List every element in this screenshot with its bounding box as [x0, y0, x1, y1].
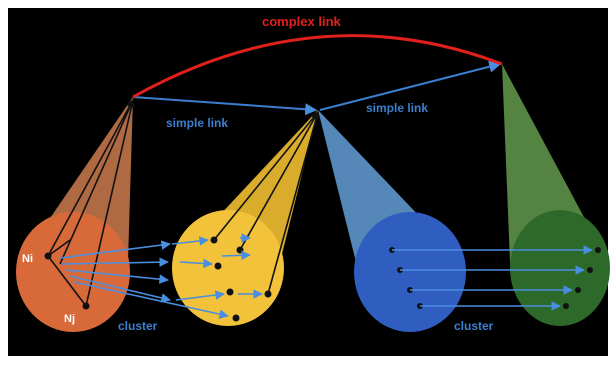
simple-link-left-line — [132, 96, 318, 116]
cluster-1-to-2-arrows — [59, 233, 263, 319]
cluster-4-cone — [502, 64, 608, 262]
cluster-4-dots — [563, 247, 601, 309]
cluster-4-circle — [510, 210, 610, 326]
cluster-2-circle — [172, 210, 284, 326]
simple-link-left-label: simple link — [166, 116, 228, 130]
simple-link-right-label: simple link — [366, 101, 428, 115]
cluster-1-internal-links — [47, 99, 136, 307]
cluster-2-internal-links — [213, 111, 320, 295]
node-ni-label: Ni — [22, 253, 33, 265]
node-nj-label: Nj — [64, 313, 75, 325]
cluster-right-label: cluster — [454, 319, 494, 333]
cluster-1-dots — [44, 252, 90, 310]
complex-link-label: complex link — [262, 14, 342, 29]
complex-link-arc — [132, 34, 503, 99]
cluster-1-circle — [16, 212, 130, 332]
cluster-left-label: cluster — [118, 319, 158, 333]
cluster-3-to-4-arrows — [392, 245, 593, 311]
cluster-3-circle — [354, 212, 466, 332]
simple-link-right-line — [319, 60, 502, 111]
